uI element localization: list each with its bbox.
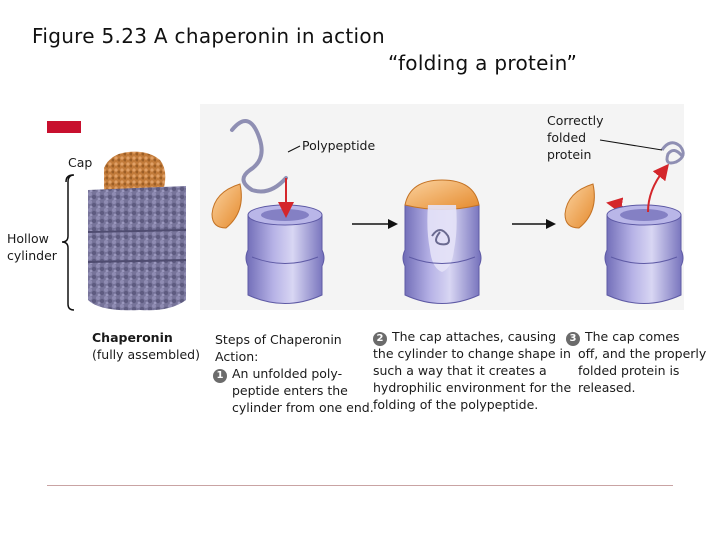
folded-protein-leader: [599, 139, 663, 151]
hollow-label-line2: cylinder: [7, 248, 57, 263]
step2-cylinder: [402, 179, 482, 304]
chaperonin-caption-title: Chaperonin: [92, 330, 173, 345]
step1-number: 1: [213, 369, 227, 383]
step1-cap: [211, 183, 242, 229]
polypeptide-strand: [230, 119, 288, 194]
step2-number: 2: [373, 332, 387, 346]
hollow-cylinder-brace: [61, 174, 75, 311]
figure-title: Figure 5.23 A chaperonin in action: [32, 24, 385, 48]
polypeptide-leader: [287, 145, 301, 153]
step2-line3: such a way that it creates a: [373, 363, 547, 378]
step1-line2: peptide enters the: [232, 383, 348, 398]
steps-heading-line1: Steps of Chaperonin: [215, 332, 342, 347]
step3-line2: off, and the properly: [578, 346, 707, 361]
folded-protein-label-line3: protein: [547, 147, 592, 162]
model-cap: [104, 151, 166, 190]
step2-line2: the cylinder to change shape in: [373, 346, 571, 361]
folded-protein-label-line1: Correctly: [547, 113, 604, 128]
figure-subtitle: “folding a protein”: [388, 51, 578, 75]
step1-line3: cylinder from one end.: [232, 400, 374, 415]
step2-line5: folding of the polypeptide.: [373, 397, 539, 412]
steps-heading-line2: Action:: [215, 349, 259, 364]
cap-label: Cap: [68, 155, 93, 170]
step1-cylinder: [245, 204, 325, 304]
step3-line3: folded protein is: [578, 363, 680, 378]
release-arrow: [647, 163, 669, 213]
step3-line4: released.: [578, 380, 636, 395]
bottom-rule: [47, 485, 673, 486]
accent-bar: [47, 121, 81, 133]
polypeptide-label: Polypeptide: [302, 138, 376, 153]
folded-protein-label-line2: folded: [547, 130, 587, 145]
model-cylinder: [88, 186, 186, 311]
hollow-label-line1: Hollow: [7, 231, 49, 246]
step2-line4: hydrophilic environment for the: [373, 380, 572, 395]
step3-number: 3: [566, 332, 580, 346]
step3-cylinder: [604, 204, 684, 304]
chaperonin-caption-sub: (fully assembled): [92, 347, 200, 362]
folded-protein: [660, 141, 685, 165]
chaperonin-model: [87, 151, 187, 311]
step3-cap: [564, 183, 595, 229]
